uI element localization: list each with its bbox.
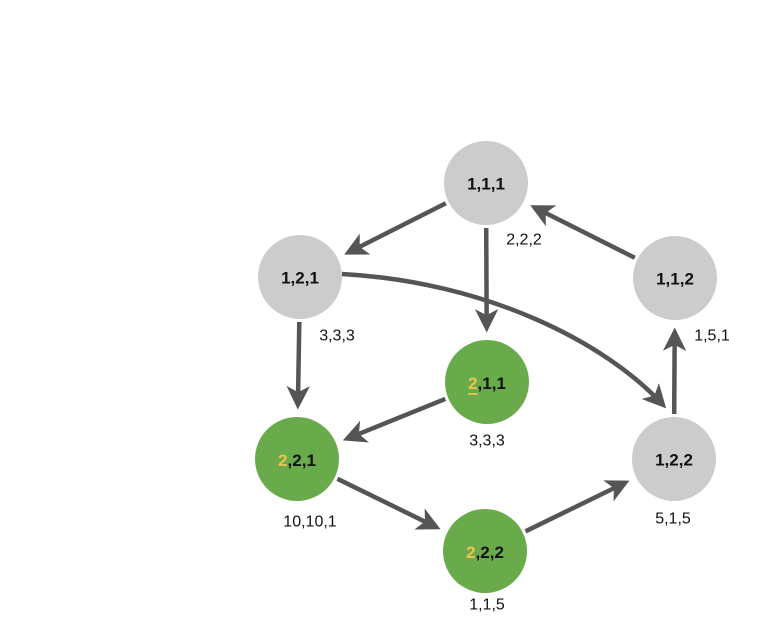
node-label: 1,1,2: [656, 270, 694, 289]
edge-1-1-2-to-1-1-1: [530, 205, 636, 260]
node-label-rest: ,1,1: [478, 374, 506, 393]
node-1-2-1[interactable]: 1,2,1: [258, 235, 342, 319]
node-2-2-1[interactable]: 2,2,1: [255, 417, 339, 501]
node-label: 1,2,2: [655, 451, 693, 470]
edge-1-2-1-to-1-2-2: [341, 271, 667, 409]
node-circle[interactable]: [443, 509, 527, 593]
edge-2-1-1-to-2-2-1: [342, 396, 447, 443]
node-circle[interactable]: [633, 236, 717, 320]
edge-1-2-2-to-1-1-2: [662, 327, 687, 415]
edge-label-3-3-3: 3,3,3: [319, 328, 355, 345]
edge-label-1-5-1: 1,5,1: [694, 328, 730, 345]
node-label: 2,2,1: [278, 451, 316, 470]
node-label-rest: ,2,1: [288, 451, 316, 470]
node-label: 1,1,1: [467, 175, 505, 194]
node-circle[interactable]: [255, 417, 339, 501]
edge-1-1-1-to-2-1-1: [474, 227, 499, 333]
node-2-2-2[interactable]: 2,2,2: [443, 509, 527, 593]
node-circle[interactable]: [632, 417, 716, 501]
edges-layer: [286, 201, 687, 534]
node-1-2-2[interactable]: 1,2,2: [632, 417, 716, 501]
edge-label-3-3-3: 3,3,3: [469, 433, 505, 450]
edge-1-1-1-to-1-2-1: [344, 201, 447, 255]
edge-label-5-1-5: 5,1,5: [655, 511, 691, 528]
node-label-accent: 2: [278, 451, 287, 470]
edge-1-2-1-to-2-2-1: [286, 321, 310, 410]
edge-label-2-2-2: 2,2,2: [506, 232, 542, 249]
node-1-1-2[interactable]: 1,1,2: [633, 236, 717, 320]
node-label-accent: 2: [466, 543, 475, 562]
node-label: 2,2,2: [466, 543, 504, 562]
node-label: 1,2,1: [281, 269, 319, 288]
node-label-accent: 2: [468, 374, 477, 393]
edge-label-1-1-5: 1,1,5: [469, 597, 505, 614]
node-circle[interactable]: [444, 141, 528, 225]
node-label-rest: ,2,2: [476, 543, 504, 562]
node-circle[interactable]: [445, 340, 529, 424]
edge-2-2-2-to-1-2-2: [524, 480, 630, 534]
node-label: 2,1,1: [468, 374, 506, 393]
node-1-1-1[interactable]: 1,1,1: [444, 141, 528, 225]
edge-label-10-10-1: 10,10,1: [283, 514, 336, 531]
edge-2-2-1-to-2-2-2: [336, 476, 441, 530]
node-2-1-1[interactable]: 2,1,1: [445, 340, 529, 424]
node-circle[interactable]: [258, 235, 342, 319]
